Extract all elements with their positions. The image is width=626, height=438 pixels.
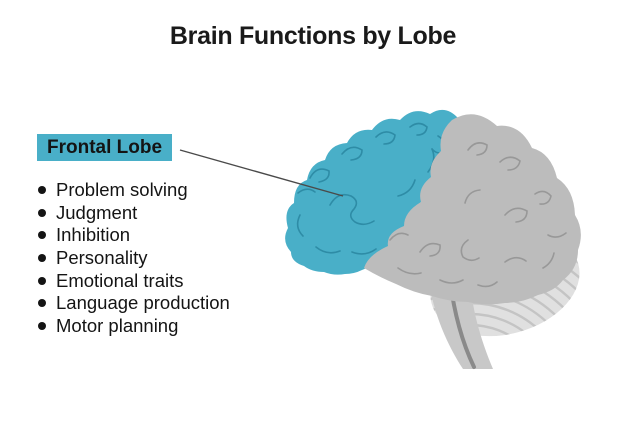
list-item: Problem solving — [38, 179, 230, 202]
bullet-icon — [38, 231, 46, 240]
bullet-icon — [38, 321, 46, 330]
list-item: Language production — [38, 292, 230, 315]
cerebrum-region — [364, 114, 581, 305]
function-label: Motor planning — [56, 314, 179, 336]
list-item: Personality — [38, 247, 230, 270]
bullet-icon — [38, 254, 46, 263]
function-label: Inhibition — [56, 224, 131, 246]
frontal-lobe-label: Frontal Lobe — [37, 134, 173, 161]
bullet-icon — [38, 276, 46, 285]
function-label: Language production — [56, 292, 230, 314]
list-item: Inhibition — [38, 224, 230, 247]
function-label: Problem solving — [56, 179, 188, 201]
connector-line — [179, 149, 344, 197]
bullet-icon — [38, 208, 46, 217]
bullet-icon — [38, 186, 46, 195]
frontal-lobe-region — [285, 109, 458, 275]
diagram-title: Brain Functions by Lobe — [169, 22, 457, 50]
function-label: Personality — [56, 247, 148, 269]
function-label: Judgment — [56, 201, 138, 223]
function-label: Emotional traits — [56, 269, 184, 291]
list-item: Emotional traits — [38, 269, 230, 292]
list-item: Motor planning — [38, 315, 230, 338]
list-item: Judgment — [38, 202, 230, 225]
function-list: Problem solving Judgment Inhibition Pers… — [38, 179, 230, 337]
cerebrum-gyri — [389, 142, 567, 288]
bullet-icon — [38, 299, 46, 308]
